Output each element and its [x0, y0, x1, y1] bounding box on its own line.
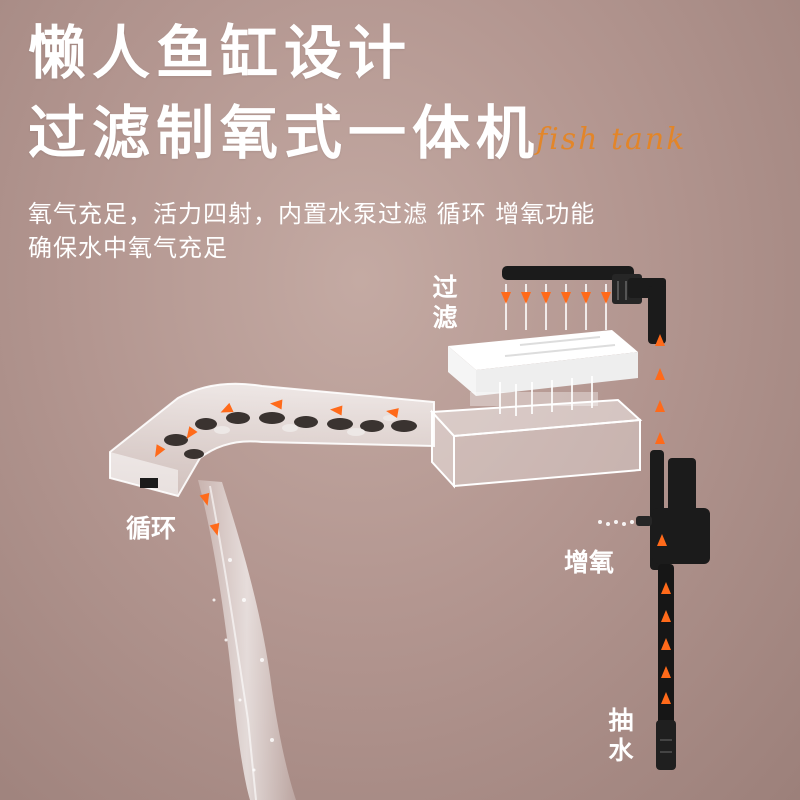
flow-arrow-icon: [655, 368, 665, 380]
fish-tank-watermark: fish tank: [536, 122, 687, 157]
flow-arrow-icon: [601, 292, 611, 304]
oxygen-callout: 增氧: [564, 548, 615, 577]
headline-line-1: 懒人鱼缸设计: [28, 19, 413, 87]
pump-callout: 抽 水: [608, 706, 634, 765]
spray-flow-arrows: [501, 292, 611, 304]
water-pump: [636, 450, 710, 770]
subtitle-line-2: 确保水中氧气充足: [28, 234, 228, 262]
filter-callout: 过 滤: [432, 273, 458, 332]
flow-arrow-icon: [581, 292, 591, 304]
headline-line-2: 过滤制氧式一体机: [28, 99, 541, 167]
flow-arrow-icon: [655, 432, 665, 444]
flow-arrow-icon: [655, 400, 665, 412]
subtitle-line-1: 氧气充足，活力四射，内置水泵过滤 循环 增氧功能: [28, 200, 596, 228]
top-spray-pipe: [502, 266, 666, 344]
flow-arrow-icon: [561, 292, 571, 304]
return-flow-arrows: [655, 334, 665, 444]
drip-lines: [499, 376, 593, 416]
flow-arrow-icon: [541, 292, 551, 304]
flow-arrow-icon: [501, 292, 511, 304]
waterfall-stream: [198, 480, 296, 800]
acrylic-overflow-channel: [109, 382, 435, 498]
air-bubbles: [598, 520, 634, 526]
circulation-callout: 循环: [126, 514, 177, 543]
filter-box: [429, 392, 643, 489]
spray-drops: [505, 284, 607, 330]
flow-arrow-icon: [521, 292, 531, 304]
filter-sponge: [448, 330, 638, 396]
